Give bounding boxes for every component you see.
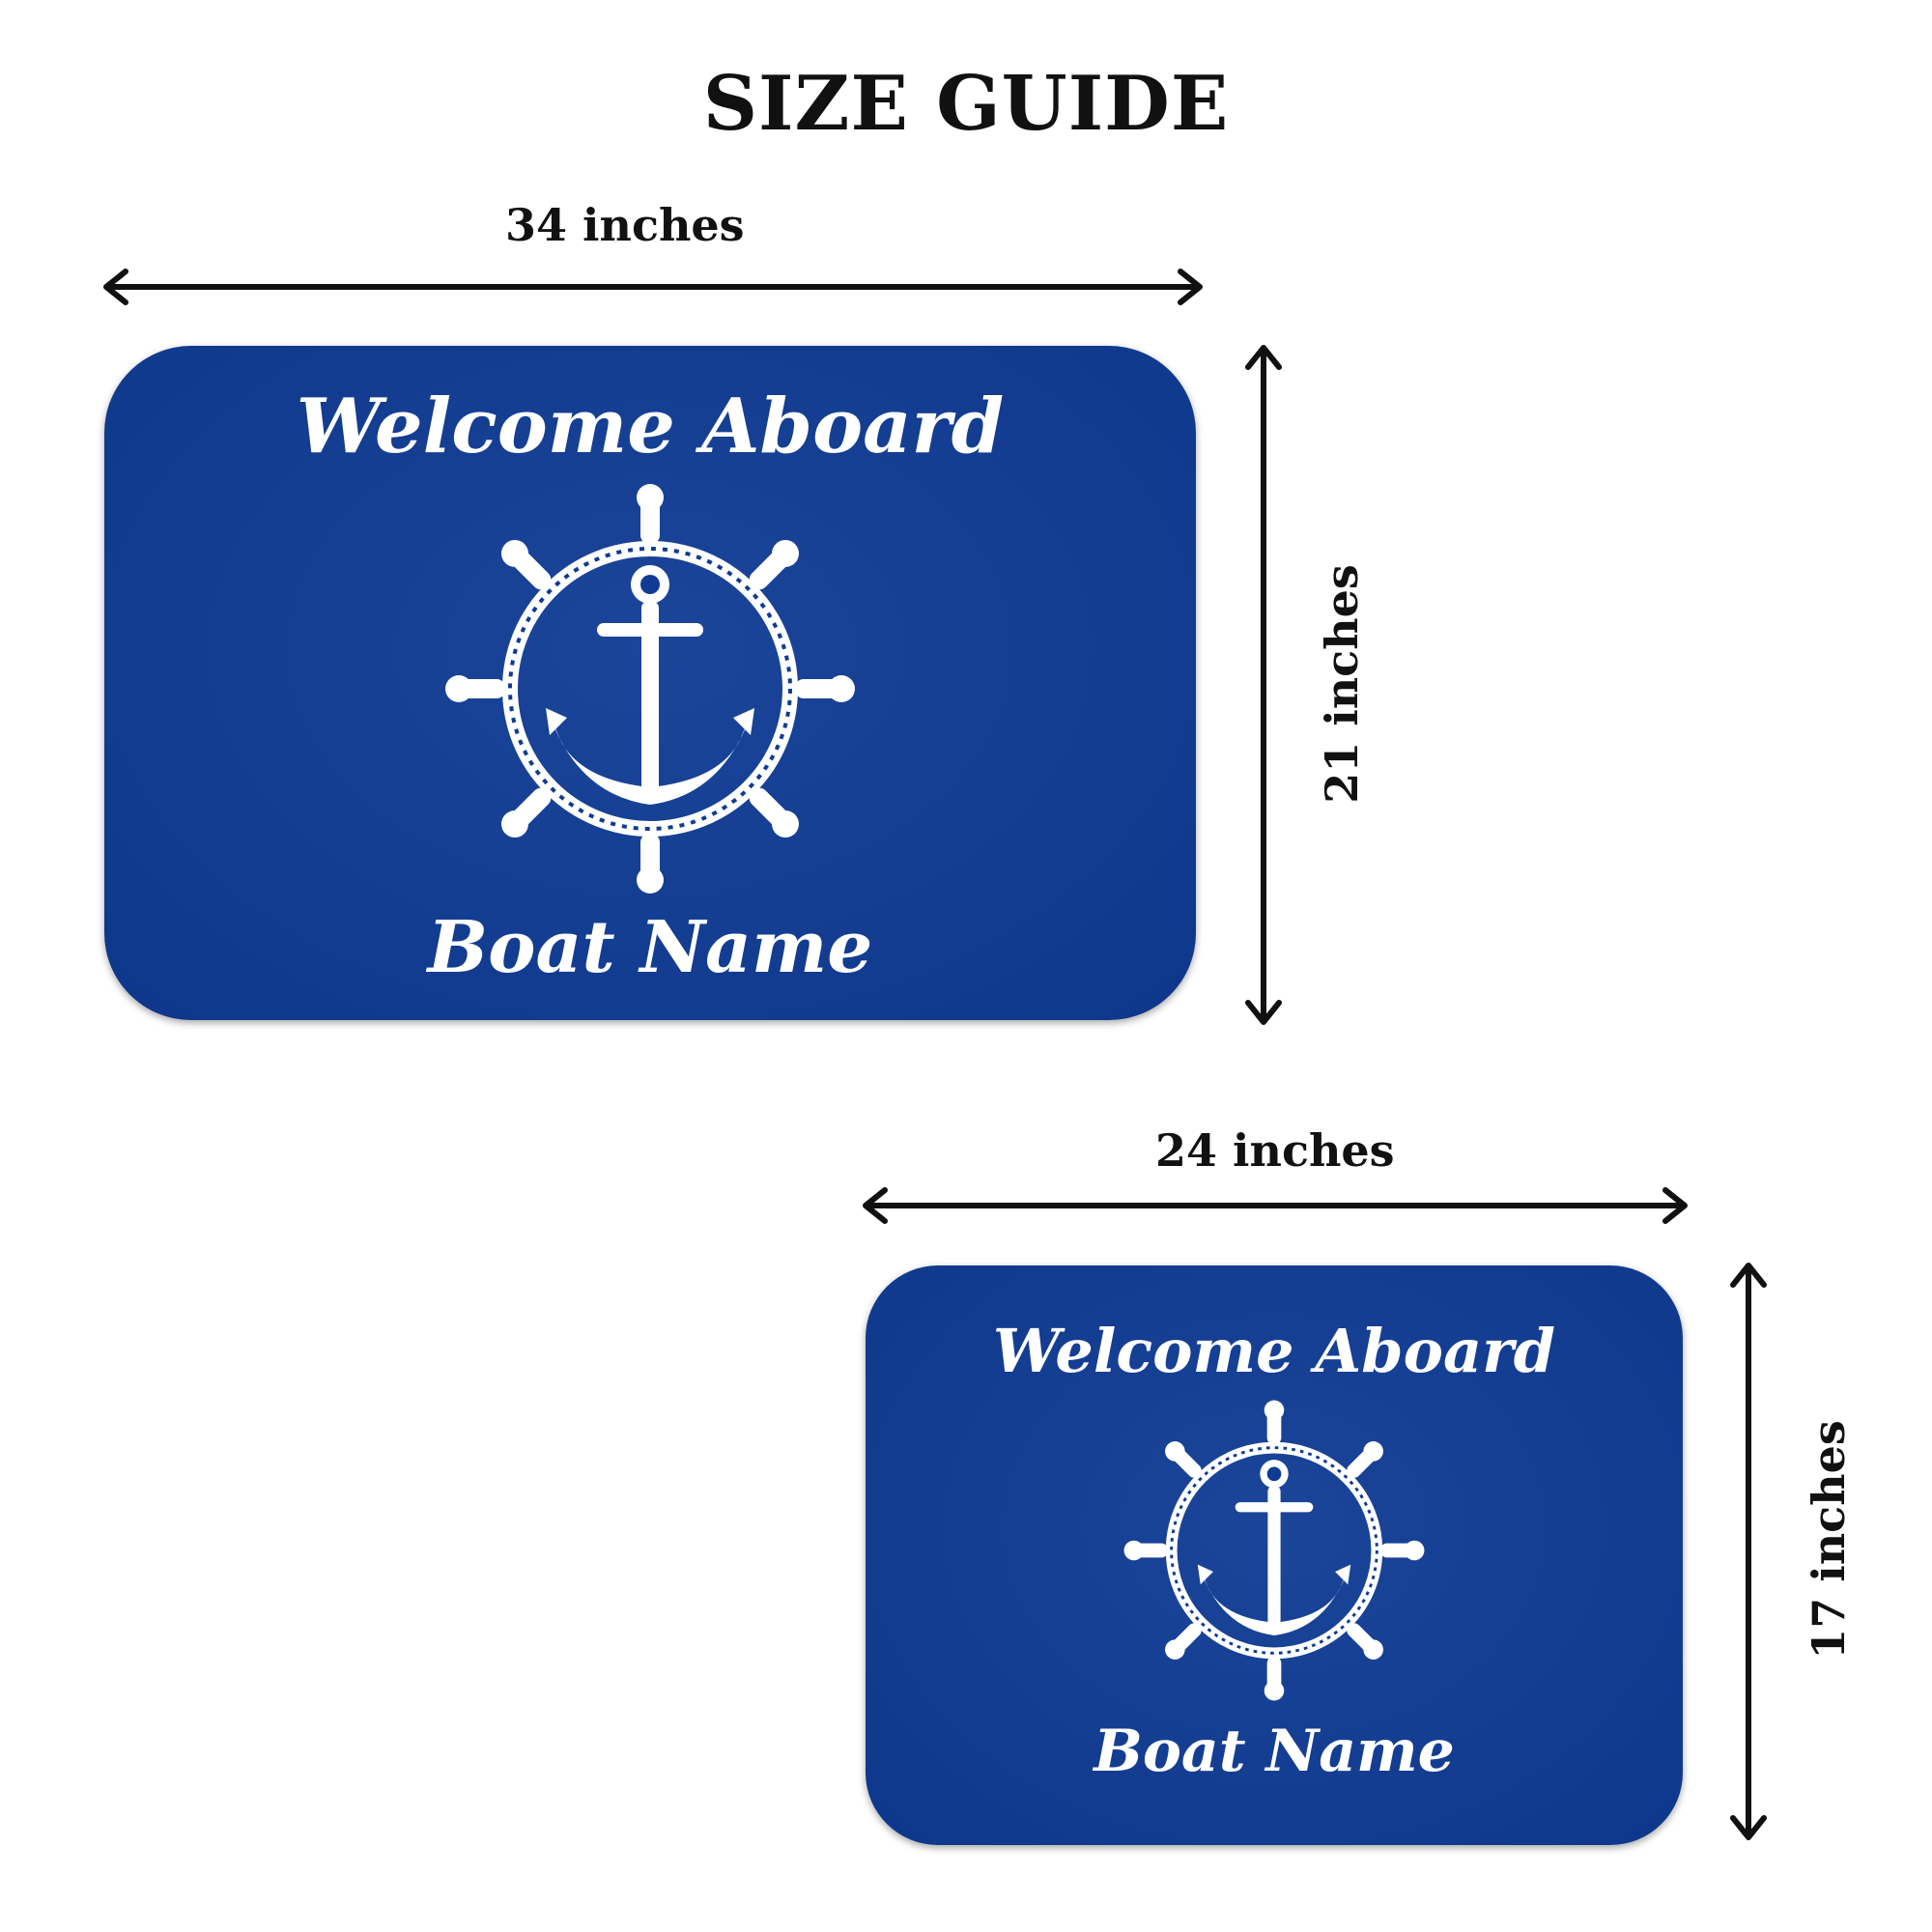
spoke-handles [445,484,855,894]
page-title: SIZE GUIDE [702,60,1230,148]
small-mat: Welcome Aboard Boat Name [866,1265,1683,1845]
large-mat-boat-name: Boat Name [427,906,873,989]
small-width-label: 24 inches [1155,1124,1395,1177]
ship-wheel-anchor-icon [445,484,855,894]
small-height-arrow-icon [1730,1263,1767,1840]
anchor-icon [546,565,754,805]
small-height-label: 17 inches [1803,1420,1855,1660]
large-width-arrow-icon [103,269,1203,305]
large-height-label: 21 inches [1316,564,1368,804]
small-width-arrow-icon [863,1187,1688,1224]
small-mat-boat-name: Boat Name [1094,1718,1455,1785]
anchor-icon [1197,1460,1351,1635]
large-mat: Welcome Aboard Boat Name [104,346,1196,1020]
large-width-label: 34 inches [505,199,745,251]
large-mat-greeting: Welcome Aboard [296,383,1005,470]
ship-wheel-anchor-icon [1123,1400,1425,1701]
large-height-arrow-icon [1245,345,1282,1025]
small-mat-greeting: Welcome Aboard [992,1316,1556,1386]
